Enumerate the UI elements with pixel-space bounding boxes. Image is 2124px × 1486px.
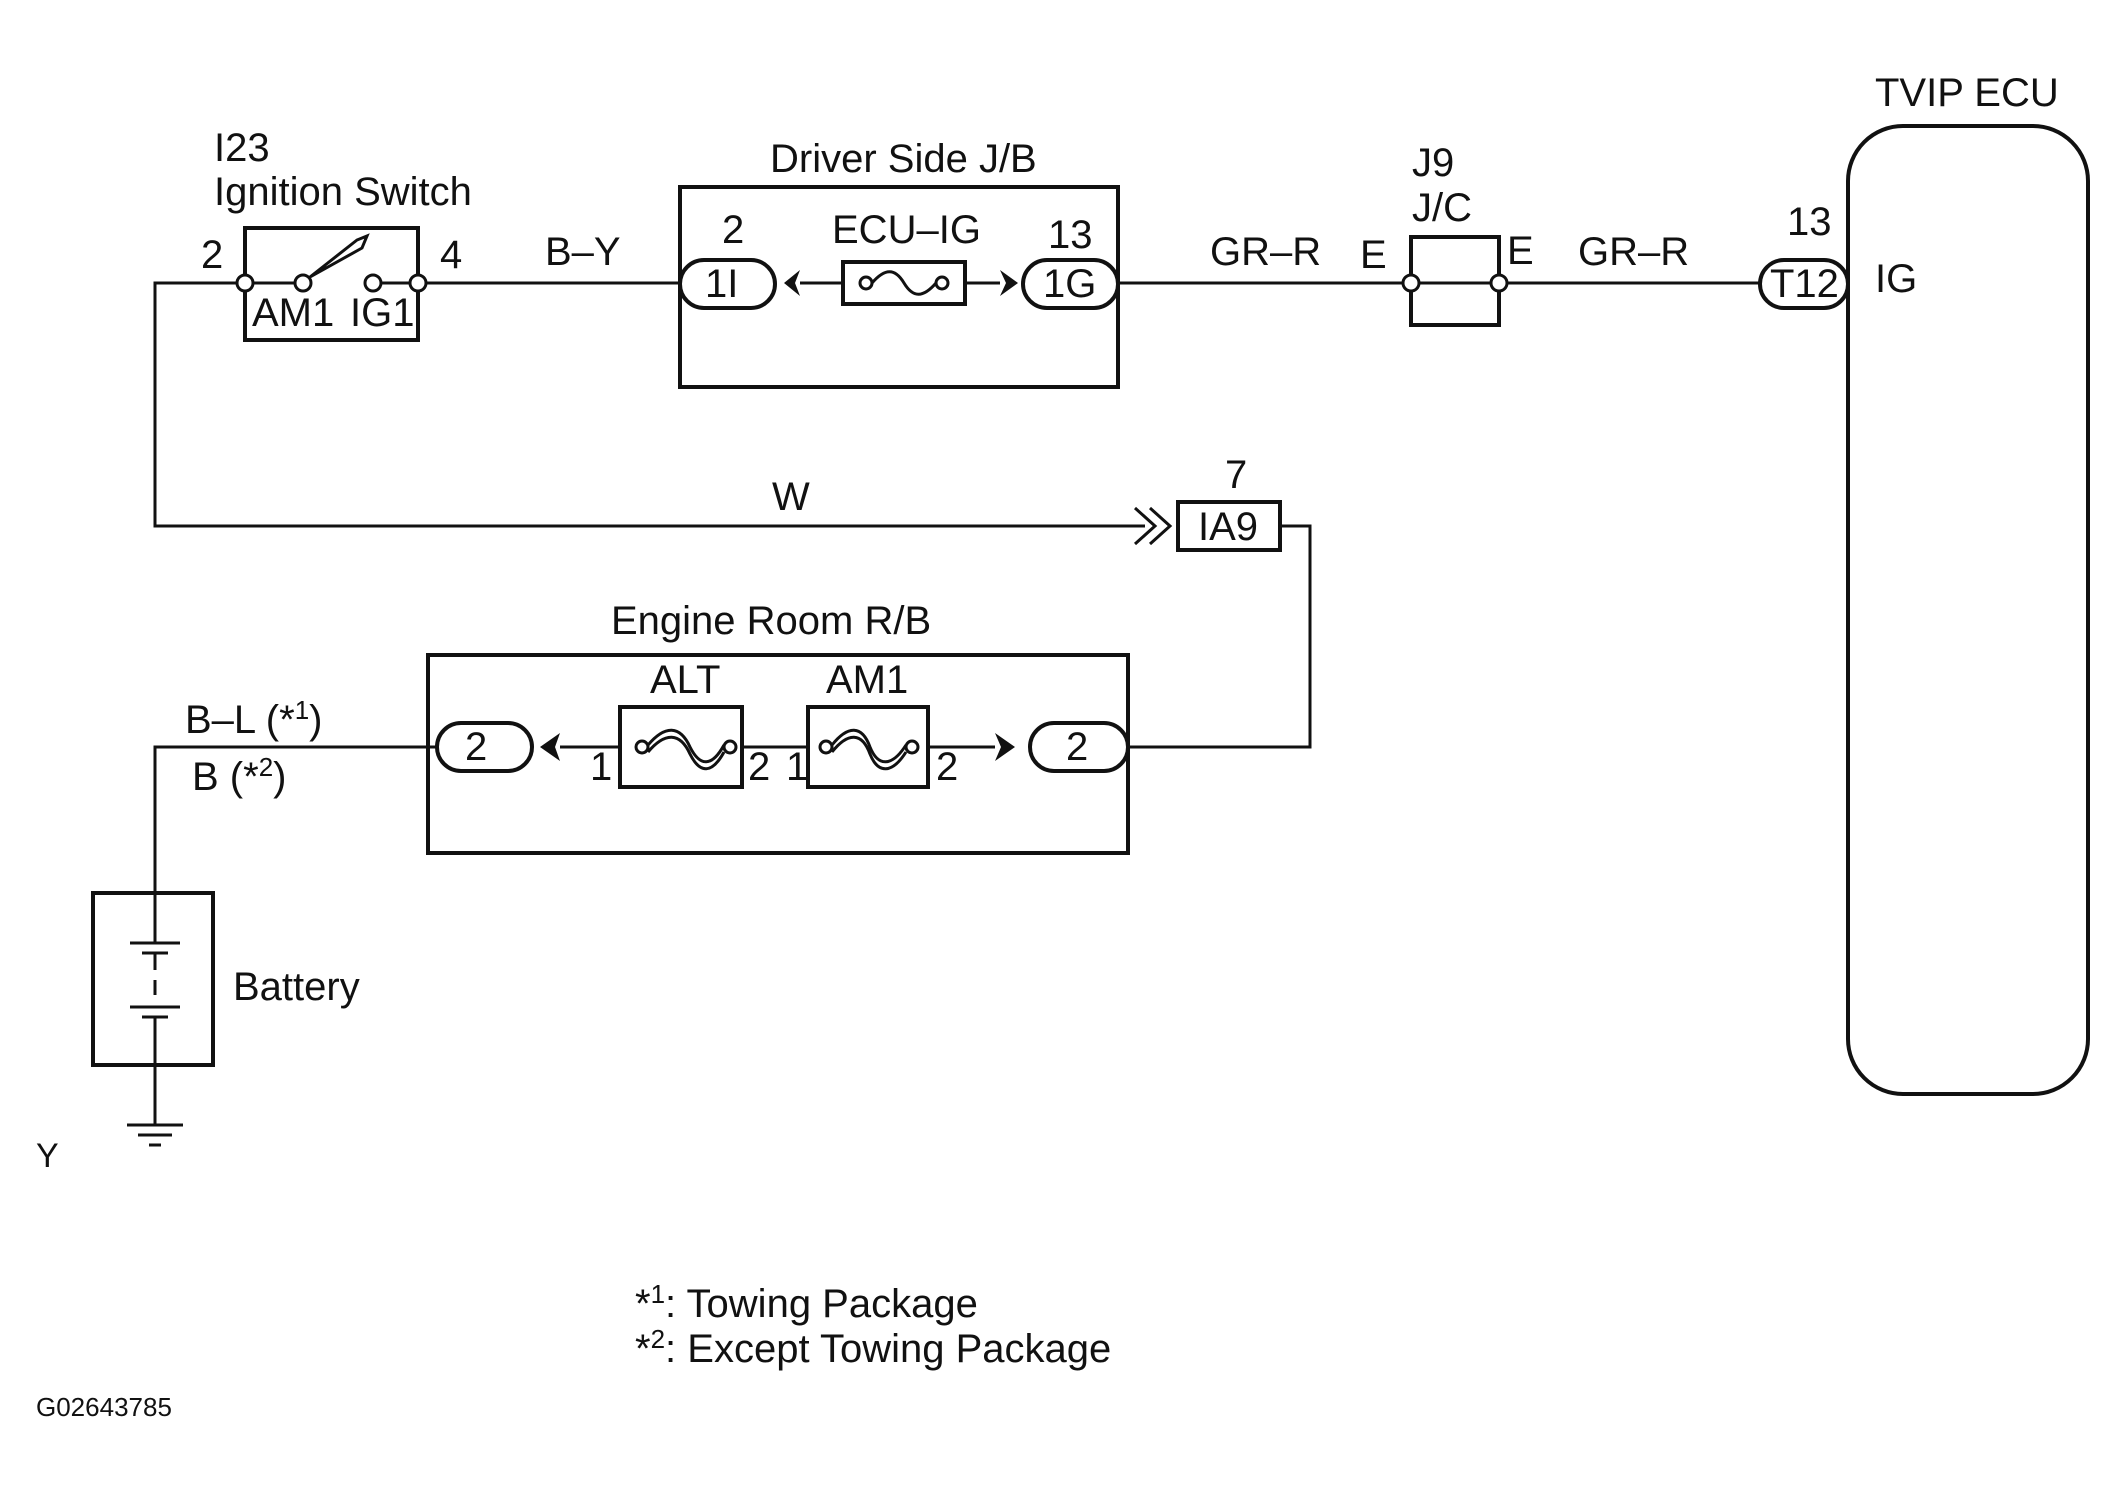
wire-battery-positive [153,745,437,893]
connector-t12-label: T12 [1770,262,1839,306]
double-arrow-icon [1133,506,1173,546]
ignition-switch-pin-right: 4 [440,233,462,277]
wire-label-b-l: B–L (*1) [185,695,322,742]
engine-rb-left-connector [435,721,534,773]
fuse-element-icon [870,270,938,296]
driver-jb-name: Driver Side J/B [770,137,1037,181]
ignition-switch-name: Ignition Switch [214,170,472,214]
wire-label-b: B (*2) [192,752,286,799]
fusible-link-icon [646,728,726,764]
male-terminal-icon-2 [995,733,1015,761]
switch-contact-am1-label: AM1 [252,291,334,335]
engine-rb-left-conn-label: 2 [465,725,487,769]
engine-rb-name: Engine Room R/B [611,599,931,643]
engine-room-rb: Engine Room R/B 2 1 ALT 2 1 AM1 2 2 [426,599,1130,855]
ignition-switch: I23 Ignition Switch 2 4 AM1 IG1 [201,126,472,342]
ecu-name: TVIP ECU [1875,71,2059,115]
fuse-am1-pin-out: 2 [936,745,958,789]
battery-label: Battery [233,965,360,1009]
connector-1i [678,258,777,310]
tvip-ecu: TVIP ECU 13 T12 IG [1758,71,2090,1096]
ignition-switch-pin-left: 2 [201,233,223,277]
engine-rb-right-connector [1028,721,1130,773]
ia9-label: IA9 [1198,505,1258,549]
battery-box [91,891,215,1067]
switch-terminal-left [235,273,255,293]
driver-side-jb: Driver Side J/B 2 13 ECU–IG 1I 1G [678,137,1120,389]
fusible-link-icon-2 [830,728,908,764]
fuse-alt-label: ALT [650,658,720,702]
switch-contact-ig1 [363,273,383,293]
wire-am1-feed [153,281,1145,528]
switch-contact-ig1-label: IG1 [350,291,414,335]
connector-1i-label: 1I [705,262,738,306]
female-terminal-icon-2 [540,733,560,761]
wire-label-gr-r-1: GR–R [1210,230,1321,274]
note-towing: *1: Towing Package [635,1279,978,1326]
male-terminal-icon [1000,270,1018,296]
ground-label: Y [36,1137,59,1175]
jc-pin-left: E [1360,233,1387,277]
ignition-switch-code: I23 [214,126,270,170]
switch-terminal-right [408,273,428,293]
fuse-alt-pin-in: 1 [590,745,612,789]
jc-box [1409,235,1501,327]
fuse-am1-pin-in: 1 [786,745,808,789]
battery: Battery [91,891,360,1067]
fuse-am1-label: AM1 [826,658,908,702]
ia9-pin-num: 7 [1225,453,1247,497]
figure-code: G02643785 [36,1392,172,1422]
ecu-terminal-ig: IG [1875,257,1917,301]
connector-1g-label: 1G [1043,262,1096,306]
connector-ia9: 7 IA9 [1133,453,1282,552]
switch-contact-am1 [293,273,313,293]
female-terminal-icon [784,270,800,296]
junction-connector-j9: J9 J/C E E [1360,141,1534,327]
ecu-box [1846,124,2090,1096]
ia9-box [1176,500,1282,552]
driver-jb-left-pin-num: 2 [722,208,744,252]
driver-jb-right-pin-num: 13 [1048,213,1093,257]
wire-label-gr-r-2: GR–R [1578,230,1689,274]
wire-label-w: W [772,475,810,519]
jc-code: J9 [1412,141,1454,185]
engine-rb-right-conn-label: 2 [1066,725,1088,769]
fuse-alt-pin-out: 2 [748,745,770,789]
wire-label-b-y: B–Y [545,230,621,274]
jc-pin-right: E [1507,229,1534,273]
jc-name: J/C [1412,186,1472,230]
switch-lever-icon [309,233,370,279]
wire-ia9-to-rb [1128,524,1312,749]
driver-jb-fuse-label: ECU–IG [832,208,981,252]
connector-1g [1021,258,1120,310]
wires [153,281,1760,1125]
ground-icon [127,1123,183,1147]
ecu-pin-num: 13 [1787,200,1832,244]
legend-notes: *1: Towing Package *2: Except Towing Pac… [635,1279,1111,1371]
note-except-towing: *2: Except Towing Package [635,1324,1111,1371]
connector-t12 [1758,258,1850,310]
